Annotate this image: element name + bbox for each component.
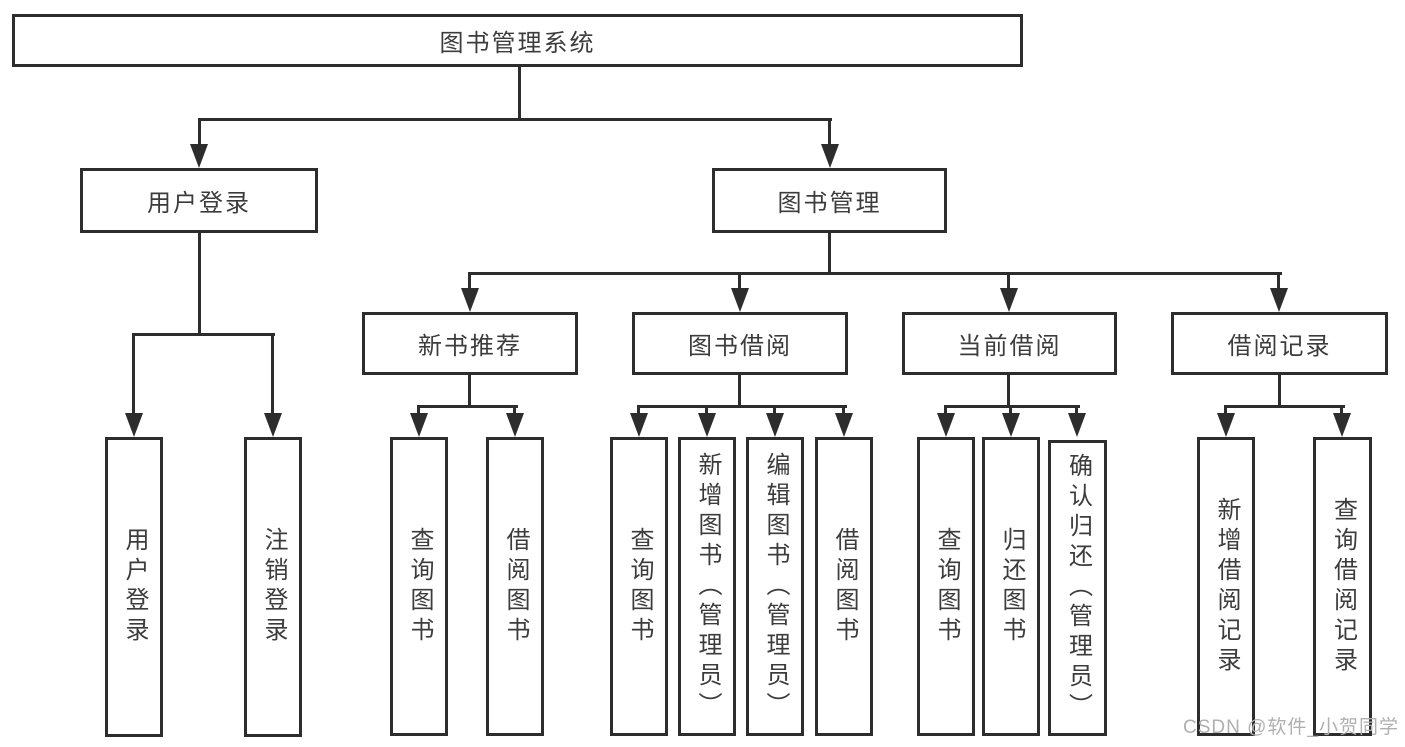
- line: [705, 405, 708, 417]
- node-library-system: 图书管理系统: [12, 14, 1023, 67]
- node-borrow-records: 借阅记录: [1171, 312, 1388, 375]
- node-cb-query-book: 查询图书: [917, 437, 975, 736]
- line: [637, 405, 847, 408]
- line: [1340, 405, 1343, 417]
- line: [944, 405, 1080, 408]
- arrowhead: [1000, 288, 1018, 312]
- line: [1277, 272, 1280, 292]
- node-cb-return-book: 归还图书: [982, 437, 1040, 736]
- arrowhead: [190, 144, 208, 168]
- line: [1224, 405, 1227, 417]
- line: [468, 272, 471, 292]
- arrowhead: [410, 413, 428, 437]
- arrowhead: [1217, 413, 1235, 437]
- node-bb-edit-book-admin: 编辑图书（管理员）: [746, 437, 804, 736]
- arrowhead: [937, 413, 955, 437]
- line: [417, 405, 518, 408]
- arrowhead: [1333, 413, 1351, 437]
- line: [738, 272, 741, 292]
- arrowhead: [506, 413, 524, 437]
- line: [738, 375, 741, 408]
- node-rec-borrow-book: 借阅图书: [486, 437, 544, 736]
- arrowhead: [461, 288, 479, 312]
- line: [1278, 375, 1281, 408]
- node-current-borrowing: 当前借阅: [902, 312, 1117, 375]
- arrowhead: [630, 413, 648, 437]
- arrowhead: [1270, 288, 1288, 312]
- line: [468, 272, 1282, 275]
- node-br-query-record: 查询借阅记录: [1313, 437, 1372, 736]
- node-user-login: 用户登录: [80, 168, 318, 233]
- line: [637, 405, 640, 417]
- line: [198, 233, 201, 336]
- node-book-borrowing: 图书借阅: [632, 312, 848, 375]
- arrowhead: [1068, 413, 1086, 437]
- arrowhead: [766, 413, 784, 437]
- arrowhead: [835, 413, 853, 437]
- arrowhead: [125, 413, 143, 437]
- line: [1007, 375, 1010, 408]
- arrowhead: [821, 144, 839, 168]
- line: [1009, 405, 1012, 417]
- line: [271, 333, 274, 415]
- line: [198, 118, 201, 148]
- arrowhead: [731, 288, 749, 312]
- line: [828, 233, 831, 275]
- line: [513, 405, 516, 417]
- line: [842, 405, 845, 417]
- line: [198, 118, 832, 121]
- line: [132, 333, 135, 415]
- watermark-text: CSDN @软件_小贺同学: [1183, 717, 1399, 738]
- node-leaf-user-login: 用户登录: [105, 437, 163, 737]
- node-rec-query-book: 查询图书: [390, 437, 448, 736]
- line: [944, 405, 947, 417]
- node-book-management: 图书管理: [712, 168, 947, 233]
- arrowhead: [698, 413, 716, 437]
- line: [828, 118, 831, 148]
- node-cb-confirm-return-admin: 确认归还（管理员）: [1048, 440, 1107, 736]
- line: [773, 405, 776, 417]
- arrowhead: [264, 413, 282, 437]
- line: [468, 375, 471, 408]
- line: [132, 333, 275, 336]
- node-new-book-recommend: 新书推荐: [362, 312, 578, 375]
- line: [1007, 272, 1010, 292]
- arrowhead: [1002, 413, 1020, 437]
- node-br-add-record: 新增借阅记录: [1197, 437, 1255, 736]
- node-leaf-logout: 注销登录: [244, 437, 302, 737]
- node-bb-add-book-admin: 新增图书（管理员）: [678, 437, 736, 736]
- node-bb-borrow-book: 借阅图书: [815, 437, 873, 736]
- line: [1224, 405, 1345, 408]
- line: [417, 405, 420, 417]
- line: [1075, 405, 1078, 417]
- line: [518, 67, 521, 120]
- node-bb-query-book: 查询图书: [610, 437, 668, 736]
